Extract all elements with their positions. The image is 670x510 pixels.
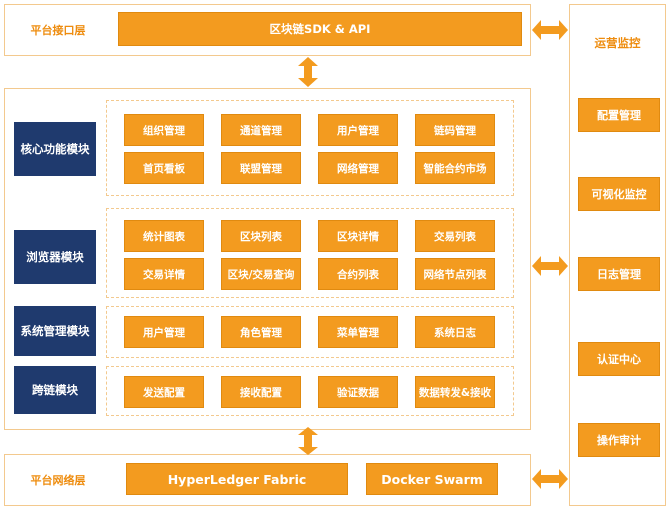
crosschain-item: 数据转发&接收 <box>415 376 495 408</box>
crosschain-item: 发送配置 <box>124 376 204 408</box>
platform-interface-label: 平台接口层 <box>30 24 86 37</box>
horizontal-double-arrow-icon <box>532 256 568 276</box>
ops-item: 认证中心 <box>578 342 660 376</box>
crosschain-item: 接收配置 <box>221 376 301 408</box>
ops-item: 日志管理 <box>578 257 660 291</box>
browser-item: 区块/交易查询 <box>221 258 301 290</box>
horizontal-double-arrow-icon <box>532 469 568 489</box>
vertical-double-arrow-icon <box>298 57 318 87</box>
core-item: 组织管理 <box>124 114 204 146</box>
ops-item: 配置管理 <box>578 98 660 132</box>
system-item: 系统日志 <box>415 316 495 348</box>
ops-item: 操作审计 <box>578 423 660 457</box>
ops-item: 可视化监控 <box>578 177 660 211</box>
ops-monitoring-column <box>569 4 666 506</box>
system-item: 菜单管理 <box>318 316 398 348</box>
core-item: 通道管理 <box>221 114 301 146</box>
module-label-crosschain: 跨链模块 <box>14 366 96 414</box>
horizontal-double-arrow-icon <box>532 20 568 40</box>
browser-item: 合约列表 <box>318 258 398 290</box>
crosschain-group <box>106 366 514 416</box>
network-item-swarm: Docker Swarm <box>366 463 498 495</box>
network-item-fabric: HyperLedger Fabric <box>126 463 348 495</box>
core-item: 用户管理 <box>318 114 398 146</box>
module-label-system: 系统管理模块 <box>14 306 96 356</box>
core-item: 联盟管理 <box>221 152 301 184</box>
core-group <box>106 100 514 196</box>
system-item: 角色管理 <box>221 316 301 348</box>
browser-item: 交易列表 <box>415 220 495 252</box>
core-item: 智能合约市场 <box>415 152 495 184</box>
system-item: 用户管理 <box>124 316 204 348</box>
crosschain-item: 验证数据 <box>318 376 398 408</box>
ops-monitoring-label: 运营监控 <box>594 36 641 50</box>
core-item: 首页看板 <box>124 152 204 184</box>
system-group <box>106 306 514 358</box>
browser-item: 网络节点列表 <box>415 258 495 290</box>
browser-item: 统计图表 <box>124 220 204 252</box>
browser-item: 区块详情 <box>318 220 398 252</box>
vertical-double-arrow-icon <box>298 427 318 455</box>
platform-network-label: 平台网络层 <box>30 474 86 487</box>
module-label-browser: 浏览器模块 <box>14 230 96 284</box>
module-label-core: 核心功能模块 <box>14 122 96 176</box>
browser-item: 交易详情 <box>124 258 204 290</box>
browser-group <box>106 208 514 298</box>
browser-item: 区块列表 <box>221 220 301 252</box>
sdk-api-bar: 区块链SDK & API <box>118 12 522 46</box>
core-item: 链码管理 <box>415 114 495 146</box>
core-item: 网络管理 <box>318 152 398 184</box>
